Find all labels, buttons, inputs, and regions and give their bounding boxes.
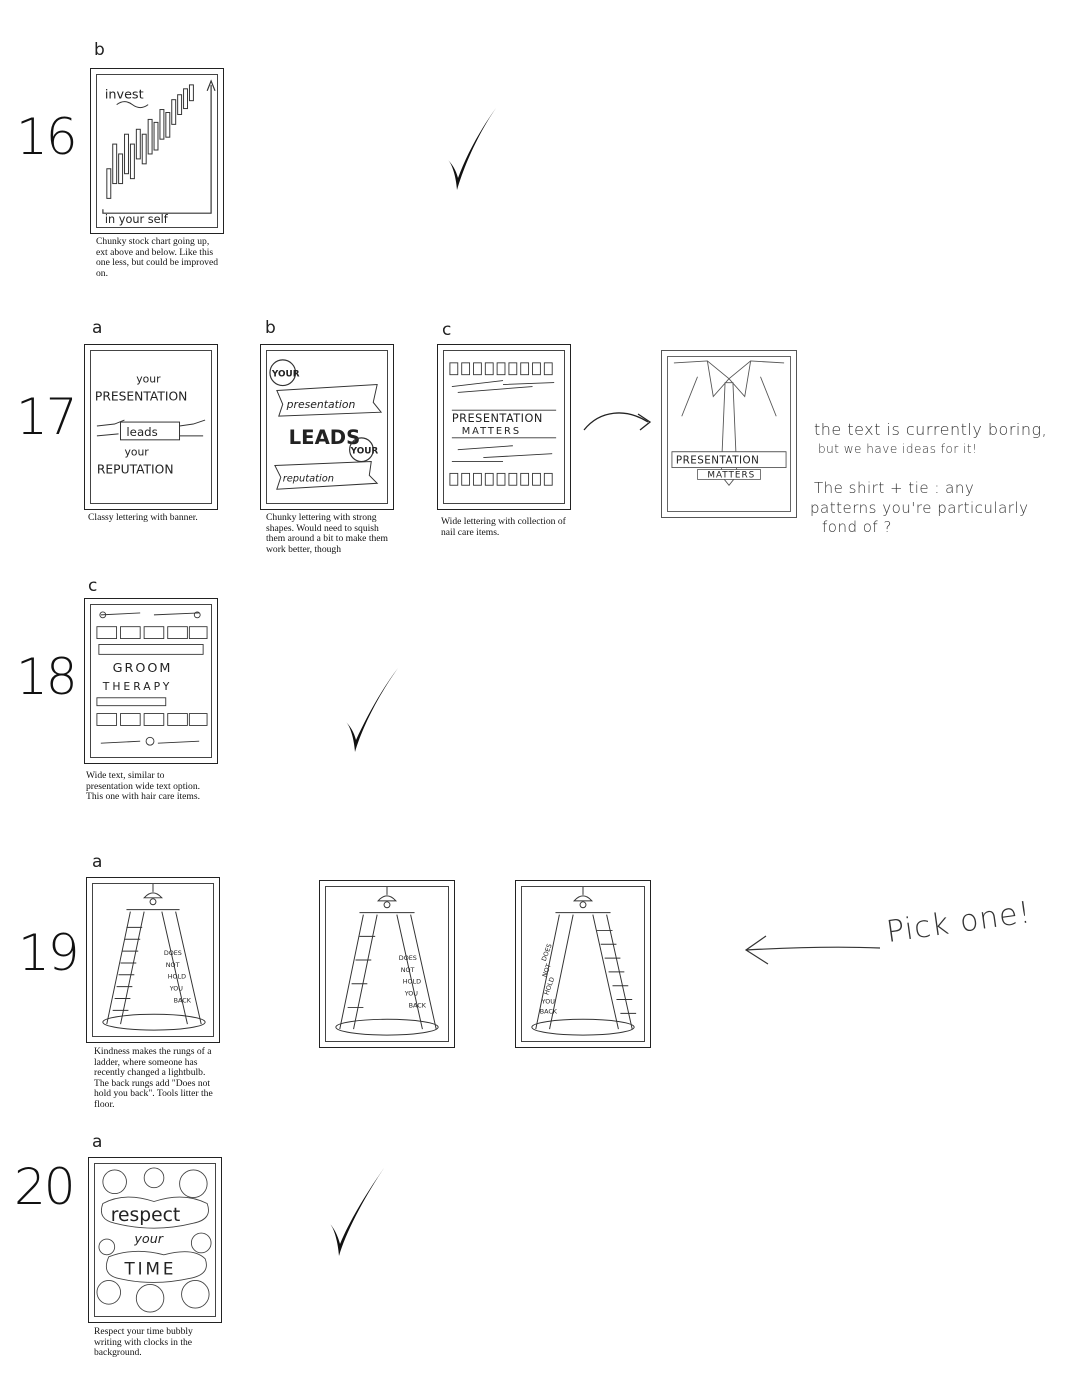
- ladder-sketch: DOES NOT HOLD YOU BACK: [335, 887, 439, 1036]
- thumbnail-19a: DOES NOT HOLD YOU BACK: [86, 877, 220, 1043]
- matters-text: MATTERS: [707, 470, 755, 480]
- you-text: YOU: [169, 985, 184, 993]
- thumbnail-19-option2: DOES NOT HOLD YOU BACK: [319, 880, 455, 1048]
- variant-letter: b: [265, 318, 276, 338]
- leads-text: leads: [126, 425, 157, 439]
- thumbnail-17c: PRESENTATION MATTERS: [437, 344, 571, 510]
- time-text: TIME: [124, 1259, 177, 1279]
- does-text: DOES: [164, 949, 182, 957]
- thumbnail-17b: YOUR presentation LEADS YOUR reputation: [260, 344, 394, 510]
- caption-20a: Respect your time bubbly writing with cl…: [94, 1326, 193, 1359]
- note-text-boring: the text is currently boring,: [814, 420, 1048, 439]
- your-text: your: [136, 373, 161, 386]
- thumbnail-17a: your PRESENTATION leads your REPUTATION: [84, 344, 218, 510]
- your-text: your: [124, 446, 149, 459]
- checkmark-icon: [330, 1168, 384, 1256]
- row-number-17: 17: [16, 388, 78, 446]
- respect-text: respect: [111, 1205, 180, 1226]
- in-your-self-text: in your self: [105, 212, 169, 226]
- back-text: BACK: [540, 1007, 558, 1015]
- variant-letter: c: [442, 320, 452, 340]
- checkmark-icon: [448, 108, 496, 190]
- presentation-text: PRESENTATION: [452, 411, 543, 425]
- row-number-20: 20: [14, 1158, 76, 1216]
- pick-one-note: Pick one!: [884, 895, 1034, 950]
- hair-care-sketch: GROOM THERAPY: [96, 611, 208, 746]
- presentation-text: presentation: [286, 398, 356, 411]
- variant-letter: c: [88, 576, 98, 596]
- thumbnail-16b: invest in your self: [90, 68, 224, 234]
- note-shirt-line3: fond of ?: [822, 518, 892, 536]
- note-shirt-line2: patterns you're particularly: [810, 499, 1029, 517]
- leads-text: LEADS: [289, 426, 361, 449]
- variant-letter: a: [92, 852, 103, 872]
- row-number-18: 18: [16, 648, 78, 706]
- you-text: YOU: [541, 997, 556, 1005]
- does-text: DOES: [399, 954, 417, 962]
- presentation-text: PRESENTATION: [95, 389, 187, 403]
- row-number-19: 19: [18, 924, 80, 982]
- hold-text: HOLD: [168, 973, 186, 981]
- reputation-text: REPUTATION: [97, 462, 174, 476]
- nail-care-sketch: PRESENTATION MATTERS: [449, 362, 557, 486]
- therapy-text: THERAPY: [102, 680, 173, 693]
- thumbnail-17-shirt: PRESENTATION MATTERS: [661, 350, 797, 518]
- caption-19a: Kindness makes the rungs of a ladder, wh…: [94, 1046, 213, 1110]
- caption-18c: Wide text, similar to presentation wide …: [86, 770, 201, 803]
- variant-letter: b: [94, 40, 105, 60]
- row-number-16: 16: [16, 108, 78, 166]
- hold-text: HOLD: [543, 976, 557, 996]
- thumbnail-20a: respect your TIME: [88, 1157, 222, 1323]
- hold-text: HOLD: [403, 978, 421, 986]
- back-text: BACK: [409, 1001, 427, 1009]
- matters-text: MATTERS: [462, 426, 521, 437]
- caption-17a: Classy lettering with banner.: [88, 512, 198, 523]
- presentation-text: PRESENTATION: [676, 455, 760, 467]
- variant-letter: a: [92, 1132, 103, 1152]
- not-text: NOT: [166, 961, 180, 969]
- your-text: YOUR: [271, 370, 300, 380]
- back-text: BACK: [174, 996, 192, 1004]
- note-shirt-line1: The shirt + tie : any: [814, 479, 975, 497]
- you-text: YOU: [404, 990, 419, 998]
- stock-chart-sketch: invest in your self: [102, 79, 216, 226]
- arrow-right-icon: [583, 412, 652, 431]
- groom-text: GROOM: [113, 661, 173, 676]
- clocks-bubbly-sketch: respect your TIME: [96, 1167, 212, 1313]
- your-text: your: [133, 1232, 163, 1247]
- shirt-tie-sketch: PRESENTATION MATTERS: [671, 360, 787, 487]
- presentation-leads-sketch: your PRESENTATION leads your REPUTATION: [95, 373, 206, 476]
- caption-16b: Chunky stock chart going up, ext above a…: [96, 236, 219, 279]
- arrow-left-icon: [744, 935, 881, 965]
- note-text-ideas: but we have ideas for it!: [818, 442, 978, 456]
- presentation-leads-chunky-sketch: YOUR presentation LEADS YOUR reputation: [269, 359, 383, 490]
- thumbnail-19-option3: DOES NOT HOLD YOU BACK: [515, 880, 651, 1048]
- not-text: NOT: [401, 966, 415, 974]
- your-text: YOUR: [350, 447, 379, 457]
- not-text: NOT: [541, 963, 553, 979]
- caption-17c: Wide lettering with collection of nail c…: [441, 516, 566, 538]
- checkmark-icon: [346, 668, 398, 752]
- invest-text: invest: [105, 88, 144, 103]
- caption-17b: Chunky lettering with strong shapes. Wou…: [266, 512, 389, 555]
- ladder-sketch: DOES NOT HOLD YOU BACK: [531, 887, 637, 1036]
- reputation-text: reputation: [283, 473, 334, 484]
- ladder-sketch: DOES NOT HOLD YOU BACK: [102, 884, 206, 1031]
- thumbnail-18c: GROOM THERAPY: [84, 598, 218, 764]
- variant-letter: a: [92, 318, 103, 338]
